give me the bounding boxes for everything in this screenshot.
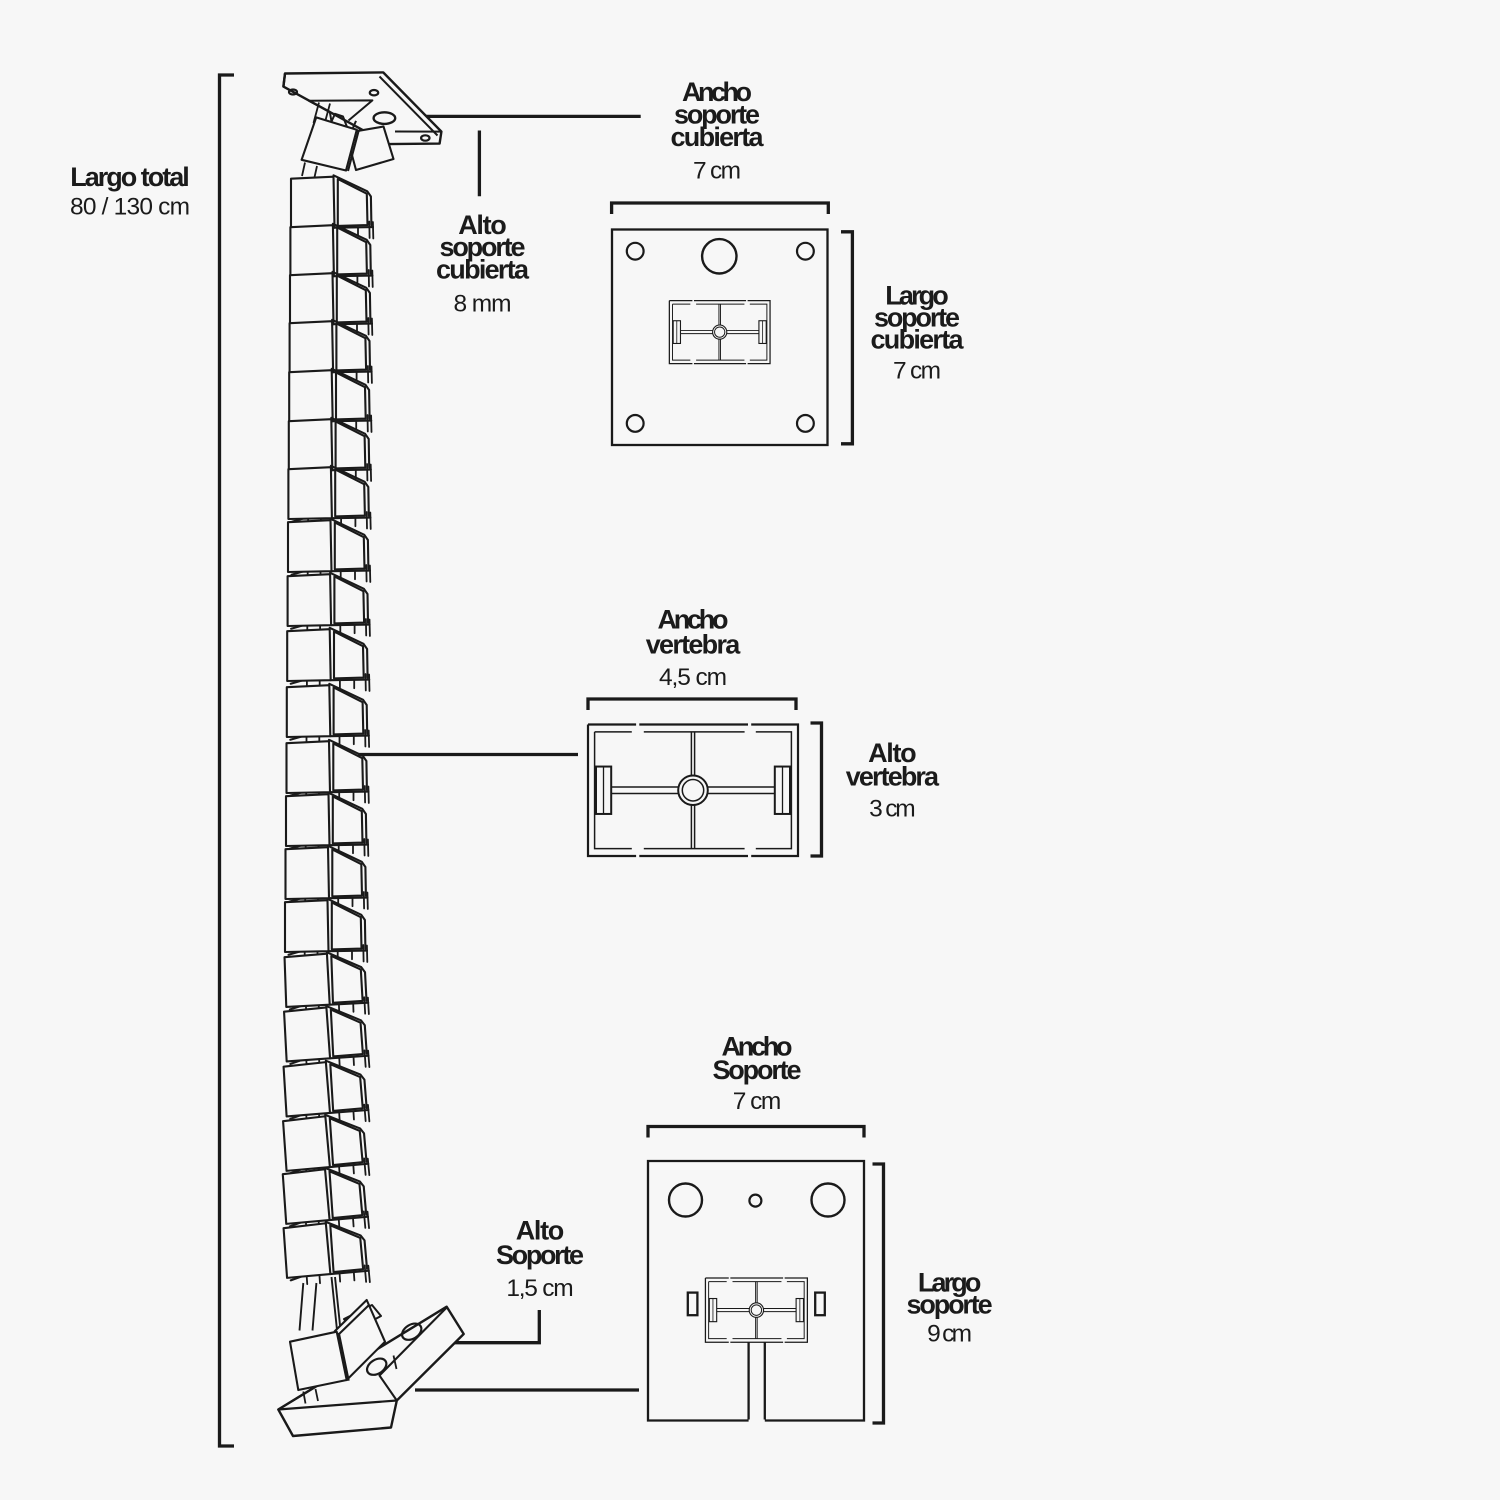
svg-text:4,5 cm: 4,5 cm: [659, 664, 727, 691]
svg-text:cubierta: cubierta: [871, 325, 965, 355]
svg-text:cubierta: cubierta: [671, 122, 765, 152]
svg-text:3 cm: 3 cm: [869, 796, 916, 823]
svg-text:vertebra: vertebra: [846, 762, 940, 792]
svg-text:Ancho: Ancho: [682, 77, 752, 107]
svg-text:Ancho: Ancho: [658, 605, 729, 635]
svg-text:7 cm: 7 cm: [893, 358, 941, 385]
svg-text:1,5 cm: 1,5 cm: [506, 1275, 573, 1302]
svg-text:soporte: soporte: [439, 232, 525, 262]
svg-text:80 / 130 cm: 80 / 130 cm: [70, 194, 190, 221]
svg-text:soporte: soporte: [874, 303, 960, 333]
svg-text:8 mm: 8 mm: [454, 291, 512, 318]
svg-text:7 cm: 7 cm: [733, 1088, 782, 1115]
svg-text:Soporte: Soporte: [712, 1055, 801, 1085]
svg-text:Ancho: Ancho: [722, 1031, 793, 1061]
svg-text:9 cm: 9 cm: [927, 1321, 972, 1348]
svg-text:Alto: Alto: [868, 738, 917, 768]
svg-text:Alto: Alto: [516, 1215, 565, 1245]
svg-text:Largo total: Largo total: [70, 162, 190, 192]
svg-text:Largo: Largo: [885, 281, 949, 311]
svg-text:soporte: soporte: [907, 1290, 993, 1320]
svg-text:vertebra: vertebra: [646, 629, 741, 659]
svg-text:Soporte: Soporte: [496, 1240, 584, 1270]
svg-text:Largo: Largo: [918, 1268, 982, 1298]
svg-text:cubierta: cubierta: [436, 255, 530, 285]
svg-text:7 cm: 7 cm: [693, 157, 741, 184]
svg-text:Alto: Alto: [458, 210, 507, 240]
svg-text:soporte: soporte: [674, 100, 760, 130]
